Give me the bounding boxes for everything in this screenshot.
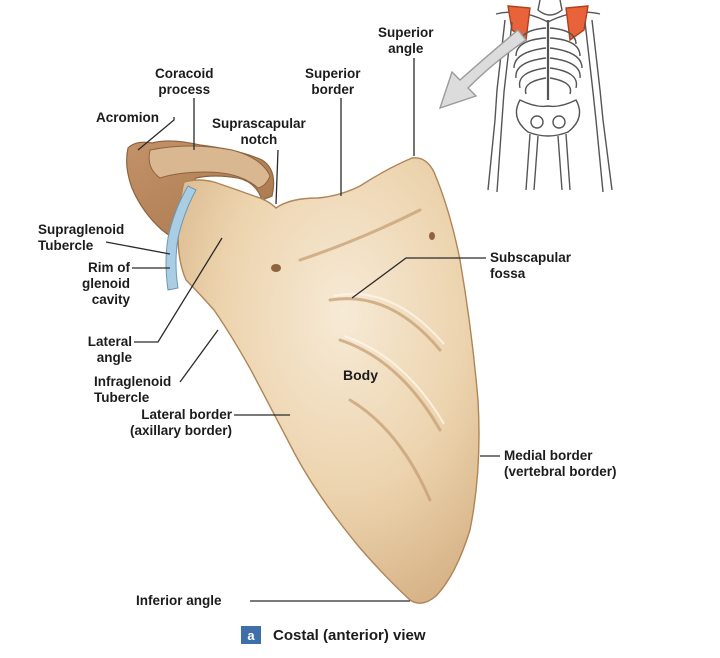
subscapular-ridges [298,208,442,502]
femur-right [557,133,571,191]
label-lateral-border: Lateral border(axillary border) [129,407,232,438]
label-acromion: Acromion [96,110,160,125]
coracoid-process-shape [148,145,271,189]
pelvis-hole-left [530,115,544,129]
leader-lines [105,58,500,602]
figure-caption: a Costal (anterior) view [241,624,426,646]
scapula-blade [177,157,480,604]
ribcage [513,27,583,95]
humerus-right [591,19,604,121]
small-foramen [429,232,435,240]
caption-badge: a [241,626,261,644]
pointer-arrow [438,29,528,110]
skull-jaw [537,0,563,16]
nutrient-foramen [271,264,281,272]
label-inferior-angle: Inferior angle [136,593,222,608]
forearm-left [487,119,503,193]
forearm-right [595,119,613,193]
skeleton-thumbnail [487,0,613,193]
humerus-right-edge [584,21,597,121]
label-medial-border: Medial border(vertebral border) [504,448,617,479]
femur-left [525,133,539,191]
caption-text: Costal (anterior) view [273,626,426,644]
glenoid-rim [165,185,197,291]
pelvis [515,99,581,137]
pelvis-hole-right [552,115,566,129]
ridge-highlights [333,293,445,425]
label-body: Body [343,367,378,383]
